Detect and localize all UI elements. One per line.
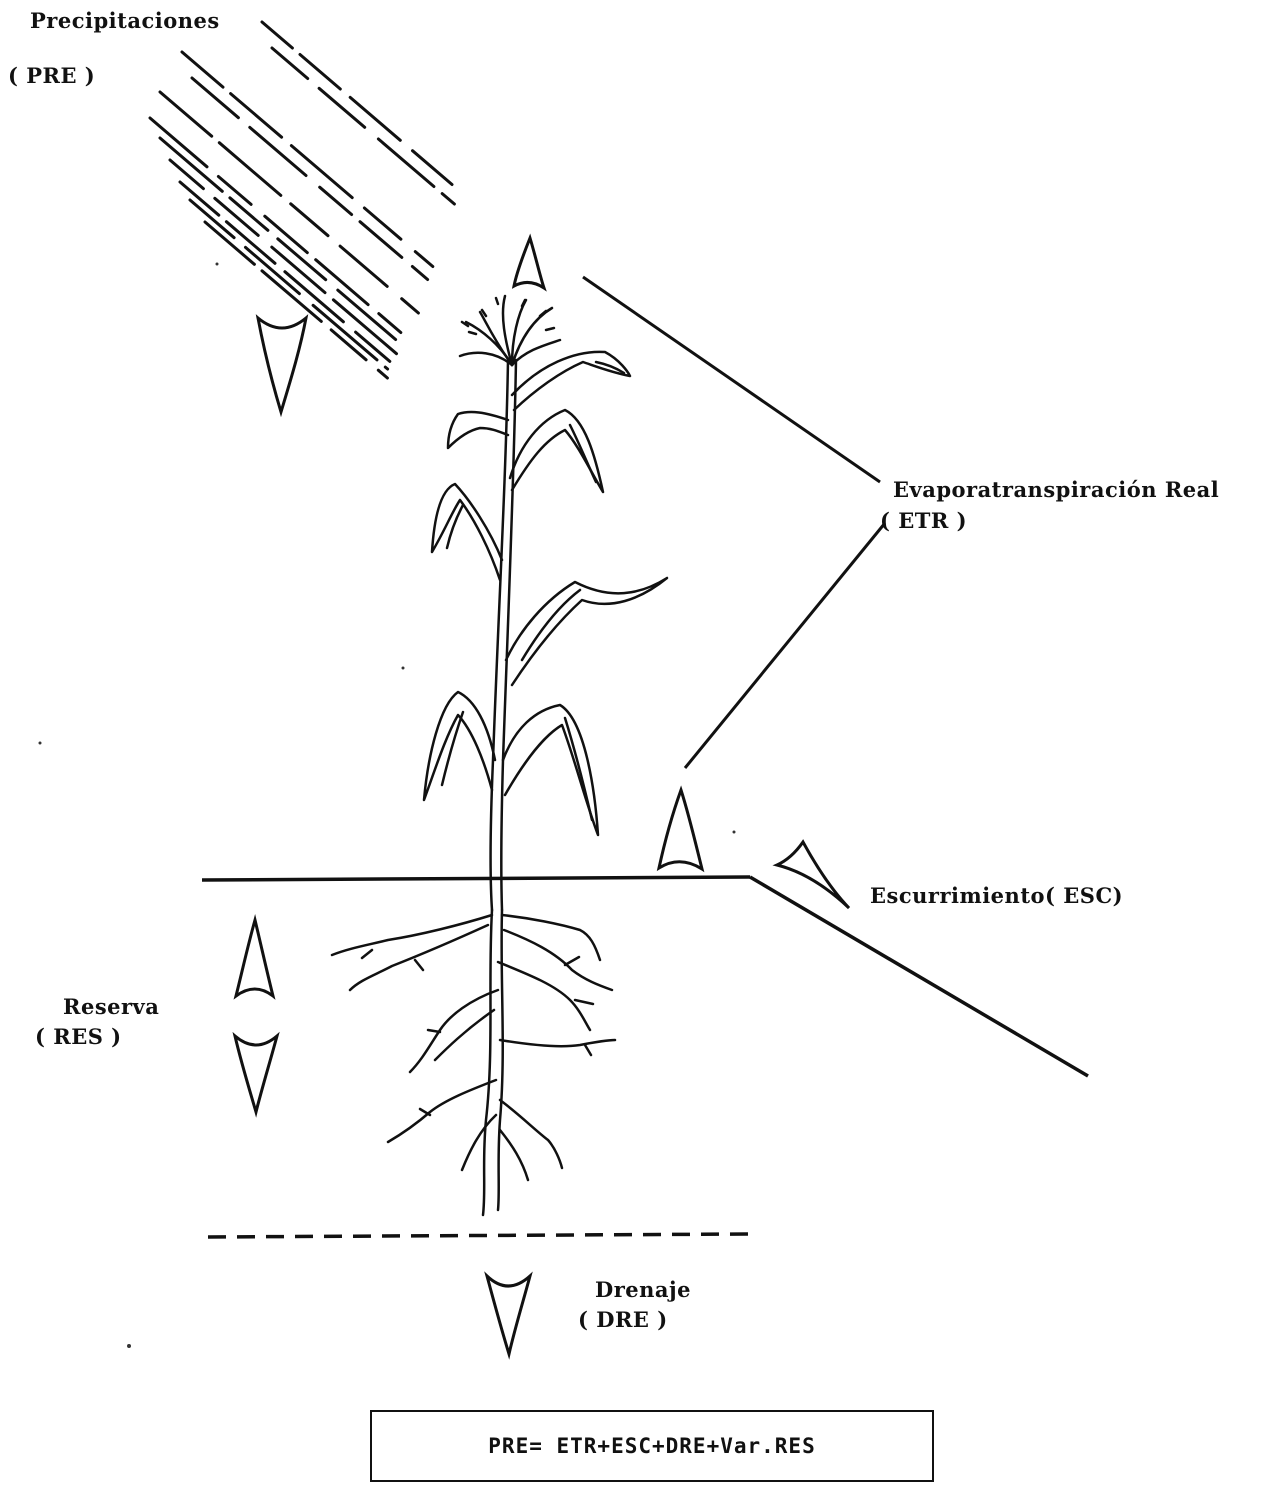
water-balance-formula: PRE= ETR+ESC+DRE+Var.RES bbox=[488, 1434, 815, 1458]
plant-stalk-right bbox=[501, 360, 516, 910]
rain-streak bbox=[364, 208, 401, 239]
rain-streak bbox=[333, 300, 396, 354]
drainage-limit-dashed-line bbox=[208, 1234, 748, 1237]
drainage-abbr: ( DRE ) bbox=[578, 1308, 668, 1332]
formula-box: PRE= ETR+ESC+DRE+Var.RES bbox=[370, 1410, 934, 1482]
leaf-upper-left bbox=[448, 412, 508, 448]
rain-streak bbox=[402, 299, 419, 313]
leaf-mid-left bbox=[432, 484, 502, 580]
rain-streak bbox=[442, 194, 454, 204]
tassel bbox=[460, 296, 560, 365]
etr-leader-lower bbox=[685, 523, 885, 768]
reserve-arrow-up-icon bbox=[236, 920, 273, 996]
reserve-arrow-down-icon bbox=[235, 1036, 277, 1112]
precipitation-abbr: ( PRE ) bbox=[8, 64, 95, 88]
drainage-arrow-down-icon bbox=[487, 1276, 530, 1354]
corn-plant-icon bbox=[424, 296, 667, 910]
rain-streak bbox=[231, 94, 282, 138]
rain-streak bbox=[205, 222, 254, 264]
rain-streak bbox=[300, 55, 340, 90]
ground-line bbox=[202, 877, 750, 880]
rain-streak bbox=[319, 88, 365, 127]
rain-streak bbox=[340, 246, 387, 286]
rain-streak bbox=[262, 22, 292, 48]
rain-streak bbox=[415, 252, 433, 267]
reserve-label: Reserva bbox=[63, 995, 159, 1019]
soil-evaporation-arrow-up-icon bbox=[659, 790, 702, 869]
scan-specks bbox=[39, 263, 736, 1349]
etr-leader-upper bbox=[583, 277, 880, 482]
rain-streak bbox=[170, 160, 203, 189]
rain-streak bbox=[160, 92, 212, 136]
evapotranspiration-abbr: ( ETR ) bbox=[880, 509, 967, 533]
rain-streak bbox=[160, 138, 222, 191]
rain-streak bbox=[385, 367, 387, 369]
rain-streak bbox=[360, 222, 402, 258]
runoff-label: Escurrimiento( ESC) bbox=[870, 884, 1123, 908]
precipitation-arrow-down-icon bbox=[258, 318, 306, 412]
leaf-lower-right bbox=[506, 578, 667, 685]
evapotranspiration-label: Evaporatranspiración Real bbox=[893, 478, 1219, 502]
rain-streak bbox=[192, 78, 238, 118]
leaf-upper-right bbox=[512, 352, 630, 410]
rain-streak bbox=[190, 200, 234, 238]
leaf-mid-right bbox=[510, 410, 603, 492]
reserve-abbr: ( RES ) bbox=[35, 1025, 122, 1049]
leaf-bottom-left bbox=[424, 692, 495, 800]
rain-streak bbox=[316, 260, 368, 305]
etr-leader-lines bbox=[583, 277, 885, 768]
rain-streak bbox=[413, 151, 453, 185]
rain-streak bbox=[412, 267, 427, 280]
rain-streak bbox=[182, 52, 223, 87]
rain-streak bbox=[378, 370, 387, 378]
drainage-label: Drenaje bbox=[595, 1278, 691, 1302]
etr-arrow-up-icon bbox=[514, 238, 544, 288]
rain-streak bbox=[219, 143, 280, 196]
precipitation-label: Precipitaciones bbox=[30, 9, 220, 33]
taproot-right bbox=[498, 910, 503, 1210]
leaf-bottom-right bbox=[503, 705, 598, 835]
flux-arrows bbox=[235, 238, 849, 1354]
rain-streak bbox=[272, 48, 308, 79]
plant-stalk bbox=[491, 360, 508, 910]
rain-streak bbox=[246, 247, 300, 293]
roots-icon bbox=[332, 910, 615, 1215]
rain-streak bbox=[291, 204, 328, 236]
rain-streak bbox=[350, 97, 400, 140]
taproot bbox=[483, 910, 492, 1215]
